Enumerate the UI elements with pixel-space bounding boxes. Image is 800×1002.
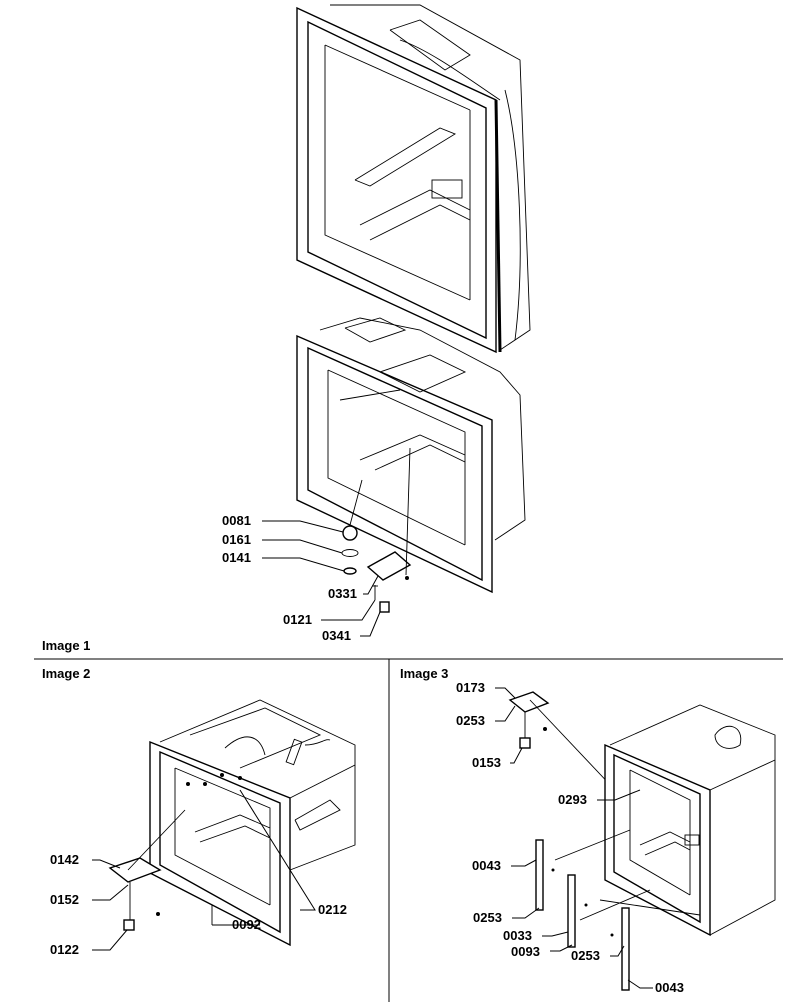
- image1-drawing: [296, 4, 531, 613]
- part-label: 0142: [50, 852, 79, 867]
- part-label: 0173: [456, 680, 485, 695]
- part-label: 0331: [328, 586, 357, 601]
- image3-leaders: [495, 687, 653, 989]
- part-label: 0212: [318, 902, 347, 917]
- part-label: 0253: [571, 948, 600, 963]
- part-label: 0081: [222, 513, 251, 528]
- section-caption-image2: Image 2: [42, 666, 90, 681]
- part-label: 0152: [50, 892, 79, 907]
- part-label: 0153: [472, 755, 501, 770]
- part-label: 0253: [473, 910, 502, 925]
- part-label: 0293: [558, 792, 587, 807]
- part-label: 0093: [511, 944, 540, 959]
- part-label: 0341: [322, 628, 351, 643]
- image2-drawing: [108, 699, 356, 947]
- image3-drawing: [508, 691, 776, 991]
- part-label: 0043: [655, 980, 684, 995]
- part-label: 0033: [503, 928, 532, 943]
- part-label: 0141: [222, 550, 251, 565]
- part-label: 0121: [283, 612, 312, 627]
- part-label: 0122: [50, 942, 79, 957]
- part-label: 0043: [472, 858, 501, 873]
- section-caption-image3: Image 3: [400, 666, 448, 681]
- part-label: 0161: [222, 532, 251, 547]
- image2-leaders: [92, 789, 316, 951]
- image1-leaders: [262, 520, 381, 637]
- part-label: 0092: [232, 917, 261, 932]
- section-caption-image1: Image 1: [42, 638, 90, 653]
- part-label: 0253: [456, 713, 485, 728]
